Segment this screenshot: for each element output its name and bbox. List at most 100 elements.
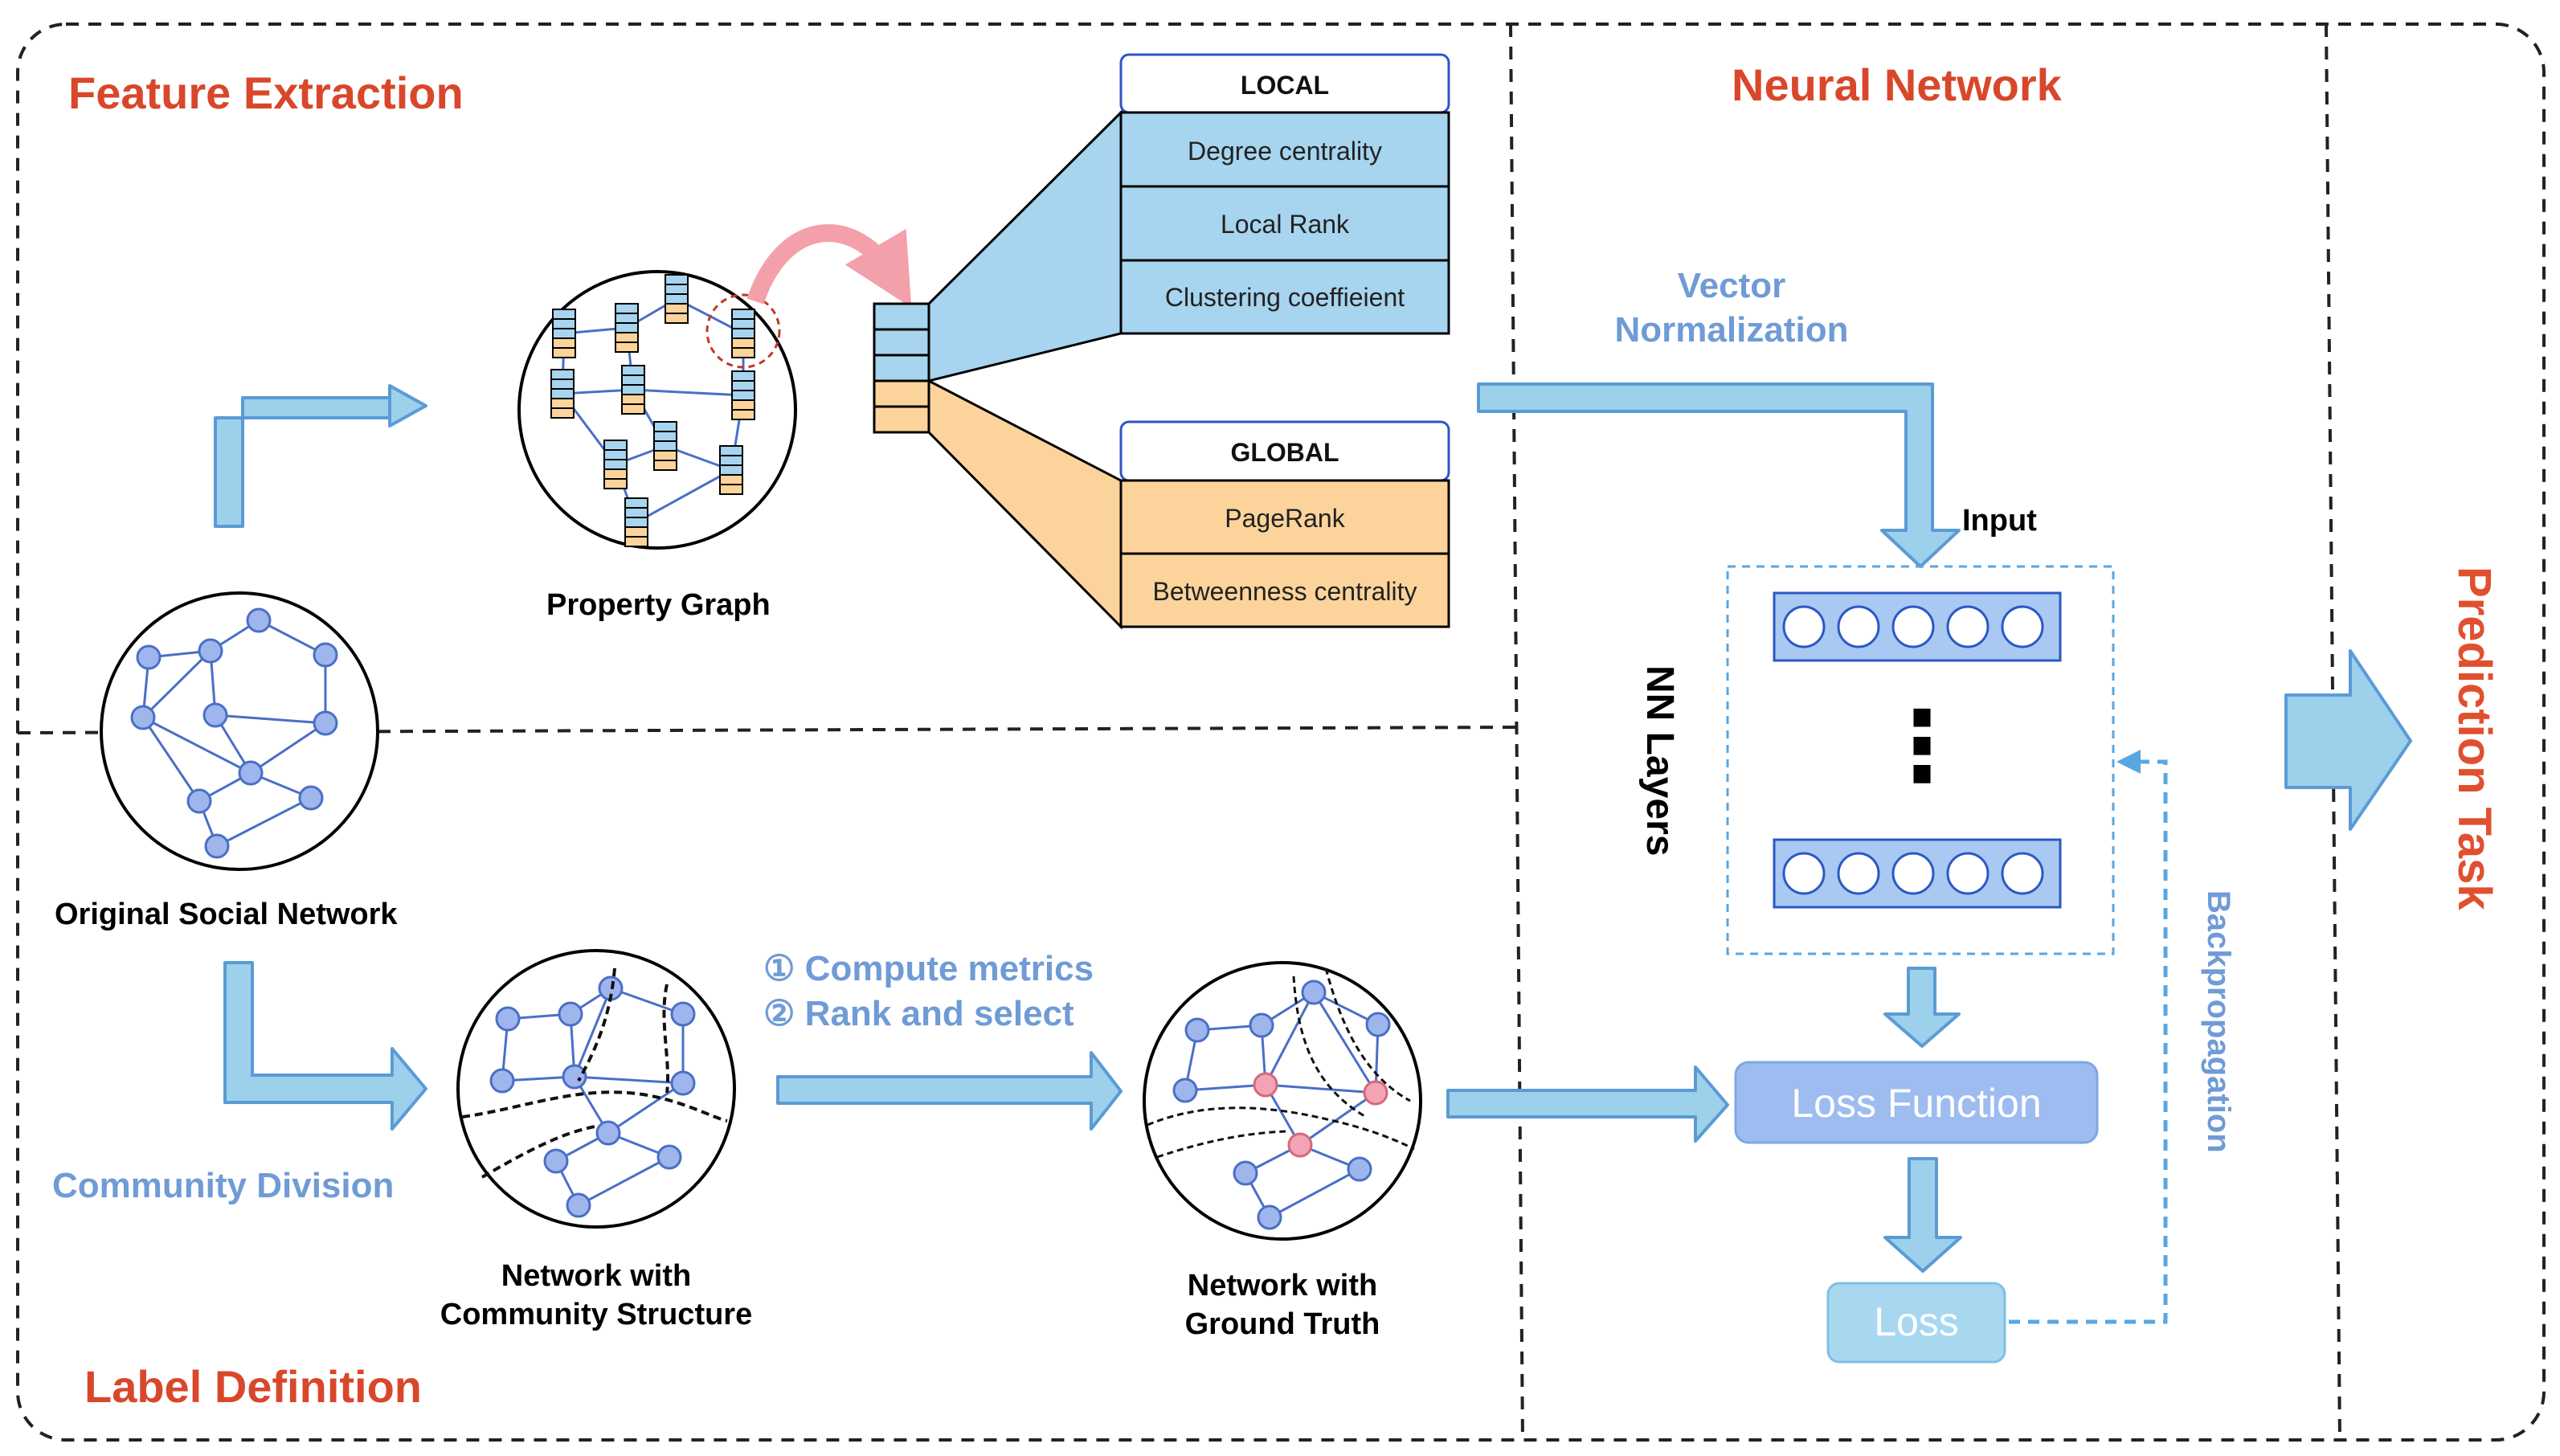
neuron [2001,852,2044,895]
arrow-to-input [1477,382,1961,568]
graph-edge [1269,1168,1360,1219]
global-projection [927,378,1123,630]
local-row-degree: Degree centrality [1188,137,1382,166]
graph-edge [573,988,612,1078]
graph-node [1249,1012,1274,1038]
graph-edge [607,1082,684,1135]
local-table-header: LOCAL [1241,71,1329,100]
feature-stack [624,497,648,547]
graph-node [313,710,338,736]
feature-vector [873,302,930,434]
graph-edge [574,1075,684,1085]
graph-edge [1265,1083,1376,1094]
local-projection [927,109,1123,382]
graph-edge [1184,1083,1266,1092]
arrow-to-loss-function [1883,967,1961,1048]
graph-node [489,1068,515,1094]
graph-edge [141,649,212,719]
graph-node [495,1006,521,1032]
graph-edge [1264,992,1315,1086]
local-feature-table: LOCAL Degree centrality Local Rank Clust… [1119,53,1450,335]
graph-node [246,607,272,633]
graph-node [238,760,264,786]
nn-layers-label: NN Layers [1638,665,1681,856]
graph-node [1365,1012,1391,1037]
nn-layer-top [1773,591,2062,662]
feature-stack [552,309,576,358]
loss-function-label: Loss Function [1791,1081,2041,1126]
feature-stack [719,445,743,495]
original-social-network-label: Original Social Network [55,898,398,931]
nn-layers-box [1726,565,2115,955]
global-feature-table: GLOBAL PageRank Betweenness centrality [1119,420,1450,628]
graph-edge [250,722,326,775]
graph-edge [258,619,326,656]
input-label: Input [1962,504,2037,538]
arrow-truth-to-loss [1446,1065,1729,1143]
arrow-to-ground-truth [776,1051,1123,1131]
graph-edge [1312,992,1377,1094]
feature-stack [731,370,755,420]
graph-node [1184,1017,1210,1043]
backpropagation-label: Backpropagation [2201,890,2236,1153]
graph-edge [610,987,684,1016]
community-network-graph [456,949,736,1229]
neuron [1782,605,1826,648]
graph-node [298,785,324,811]
neuron [1891,605,1935,648]
highlighted-node [1287,1132,1313,1158]
graph-node [566,1192,591,1218]
graph-node [1172,1078,1198,1103]
neuron [1946,605,1990,648]
graph-node [1301,980,1327,1005]
graph-edge [216,796,312,848]
graph-edge [142,716,252,775]
arrow-to-property-graph [214,384,427,528]
global-table-header: GLOBAL [1230,438,1339,467]
step-compute-metrics: ① Compute metrics [763,949,1094,988]
graph-node [198,638,223,664]
feature-stack [603,440,628,489]
graph-node [202,702,228,728]
prediction-task-heading: Prediction Task [2448,566,2501,910]
global-row-pagerank: PageRank [1225,504,1345,533]
feature-extraction-heading: Feature Extraction [68,67,464,118]
vector-normalization-line1: Vector [1678,266,1786,305]
neuron [1946,852,1990,895]
step-rank-select: ② Rank and select [763,994,1074,1033]
global-row-betweenness: Betweenness centrality [1152,577,1417,606]
nn-ellipsis: ⋮ [1874,691,1970,803]
community-division-label: Community Division [52,1166,394,1205]
feature-stack [653,421,677,471]
ground-truth-label-line2: Ground Truth [1185,1307,1380,1341]
loss-label: Loss [1874,1299,1959,1344]
loss-function-box [1734,1061,2099,1144]
graph-node [204,833,230,859]
neuron [1782,852,1826,895]
ground-truth-network-graph [1143,961,1422,1241]
local-row-clustering: Clustering coeffieient [1165,283,1405,312]
graph-node [1257,1204,1282,1230]
neuron [1837,852,1880,895]
graph-node [670,1001,696,1027]
feature-stack [665,274,689,324]
graph-node [313,642,338,668]
graph-node [656,1144,682,1170]
zoom-arrow [746,224,912,308]
graph-node [558,1001,583,1027]
graph-edge [215,714,326,725]
graph-node [130,705,156,730]
graph-node [1233,1160,1258,1186]
arrow-to-loss [1883,1157,1962,1273]
neuron [1891,852,1935,895]
local-row-localrank: Local Rank [1221,210,1350,239]
feature-stack [615,303,639,353]
community-network-label-line1: Network with [501,1259,691,1293]
graph-node [543,1148,569,1174]
graph-node [562,1064,587,1090]
nn-layer-bottom [1773,838,2062,909]
original-social-network-graph [100,591,379,871]
graph-node [595,1120,621,1146]
property-graph [517,270,797,550]
neural-network-heading: Neural Network [1732,59,2063,110]
